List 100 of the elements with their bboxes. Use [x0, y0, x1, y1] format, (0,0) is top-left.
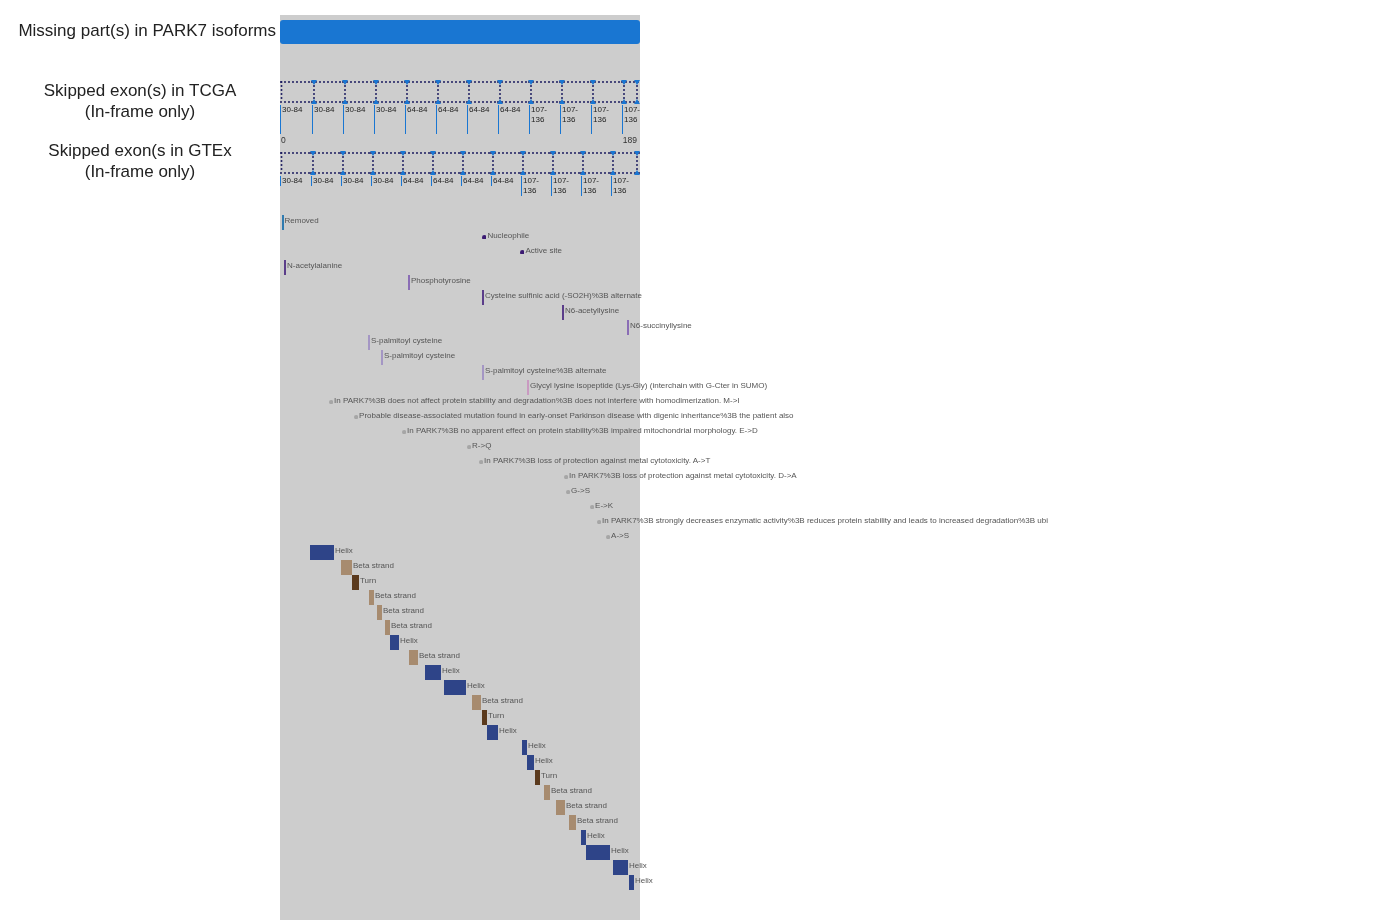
feature-label: Helix: [629, 860, 647, 871]
track-label: Missing part(s) in PARK7 isoforms: [18, 20, 276, 41]
exon-range-label: 30-84: [376, 105, 398, 115]
helix-bar: [425, 665, 441, 680]
strand-bar: [377, 605, 382, 620]
helix-bar: [581, 830, 586, 845]
exon-range-label: 107-136: [523, 176, 540, 196]
exon-box: [460, 151, 490, 175]
helix-bar: [310, 545, 334, 560]
strand-bar: [544, 785, 550, 800]
helix-bar: [629, 875, 634, 890]
turn-bar: [352, 575, 359, 590]
feature-label: Beta strand: [419, 650, 460, 661]
feature-label: Helix: [467, 680, 485, 691]
exon-box: [559, 80, 590, 104]
exon-range-label: 107-136: [613, 176, 630, 196]
feature-label: Cysteine sulfinic acid (-SO2H)%3B alternate: [485, 290, 642, 301]
helix-bar: [390, 635, 399, 650]
exon-box: [528, 80, 559, 104]
feature-tick: [627, 320, 629, 335]
variant-dot-icon: [478, 459, 484, 465]
feature-label: Beta strand: [383, 605, 424, 616]
exon-box: [280, 151, 310, 175]
feature-label: Beta strand: [566, 800, 607, 811]
strand-bar: [341, 560, 352, 575]
axis-label: 0: [281, 135, 286, 145]
turn-bar: [482, 710, 487, 725]
exon-box: [550, 151, 580, 175]
feature-tick: [562, 305, 564, 320]
helix-bar: [586, 845, 610, 860]
axis-label: 189: [622, 135, 637, 145]
strand-bar: [569, 815, 576, 830]
feature-label: Nucleophile: [487, 230, 530, 241]
feature-label: Helix: [587, 830, 605, 841]
feature-label: N6-succinyllysine: [630, 320, 692, 331]
strand-bar: [385, 620, 390, 635]
exon-box: [340, 151, 370, 175]
feature-label: Beta strand: [482, 695, 523, 706]
strand-bar: [369, 590, 374, 605]
exon-range-label: 64-84: [433, 176, 455, 186]
feature-tick: [381, 350, 383, 365]
feature-tick: [282, 215, 284, 230]
exon-box: [400, 151, 430, 175]
feature-label: S-palmitoyl cysteine: [371, 335, 443, 346]
exon-box: [373, 80, 404, 104]
feature-label: Beta strand: [551, 785, 592, 796]
exon-box: [466, 80, 497, 104]
feature-label: Beta strand: [353, 560, 394, 571]
feature-label: S-palmitoyl cysteine%3B alternate: [485, 365, 607, 376]
exon-box: [621, 80, 640, 104]
feature-label: Removed: [284, 215, 319, 226]
strand-bar: [472, 695, 481, 710]
feature-tick: [527, 380, 529, 395]
exon-range-label: 64-84: [500, 105, 522, 115]
variant-dot-icon: [565, 489, 571, 495]
feature-label: N6-acetyllysine: [565, 305, 620, 316]
feature-label: N-acetylalanine: [287, 260, 343, 271]
feature-label: In PARK7%3B loss of protection against metal cytotoxicity. A->T: [484, 455, 711, 466]
exon-range-label: 64-84: [493, 176, 515, 186]
exon-range-label: 30-84: [314, 105, 336, 115]
exon-range-label: 107-136: [593, 105, 610, 125]
strand-bar: [409, 650, 418, 665]
feature-label: G->S: [571, 485, 590, 496]
exon-range-label: 64-84: [407, 105, 429, 115]
feature-label: E->K: [595, 500, 614, 511]
exon-box: [590, 80, 621, 104]
site-dot-icon: [481, 234, 487, 240]
exon-range-label: 107-136: [553, 176, 570, 196]
feature-tick: [408, 275, 410, 290]
variant-dot-icon: [605, 534, 611, 540]
exon-box: [404, 80, 435, 104]
feature-label: Helix: [499, 725, 517, 736]
exon-range-label: 30-84: [345, 105, 367, 115]
strand-bar: [556, 800, 565, 815]
feature-label: Helix: [442, 665, 460, 676]
exon-box: [520, 151, 550, 175]
feature-tick: [368, 335, 370, 350]
exon-box: [580, 151, 610, 175]
feature-tick: [482, 365, 484, 380]
exon-box: [490, 151, 520, 175]
exon-box: [497, 80, 528, 104]
feature-label: Phosphotyrosine: [411, 275, 471, 286]
feature-label: A->S: [611, 530, 630, 541]
exon-range-label: 30-84: [313, 176, 335, 186]
exon-range-label: 30-84: [282, 176, 304, 186]
helix-bar: [444, 680, 466, 695]
feature-label: Helix: [635, 875, 653, 886]
exon-range-label: 30-84: [343, 176, 365, 186]
helix-bar: [522, 740, 527, 755]
variant-dot-icon: [466, 444, 472, 450]
variant-dot-icon: [401, 429, 407, 435]
feature-tick: [284, 260, 286, 275]
exon-box: [311, 80, 342, 104]
exon-range-label: 30-84: [282, 105, 304, 115]
feature-label: Beta strand: [391, 620, 432, 631]
exon-range-label: 64-84: [403, 176, 425, 186]
variant-dot-icon: [589, 504, 595, 510]
helix-bar: [613, 860, 628, 875]
feature-label: Active site: [525, 245, 562, 256]
feature-label: Turn: [360, 575, 377, 586]
